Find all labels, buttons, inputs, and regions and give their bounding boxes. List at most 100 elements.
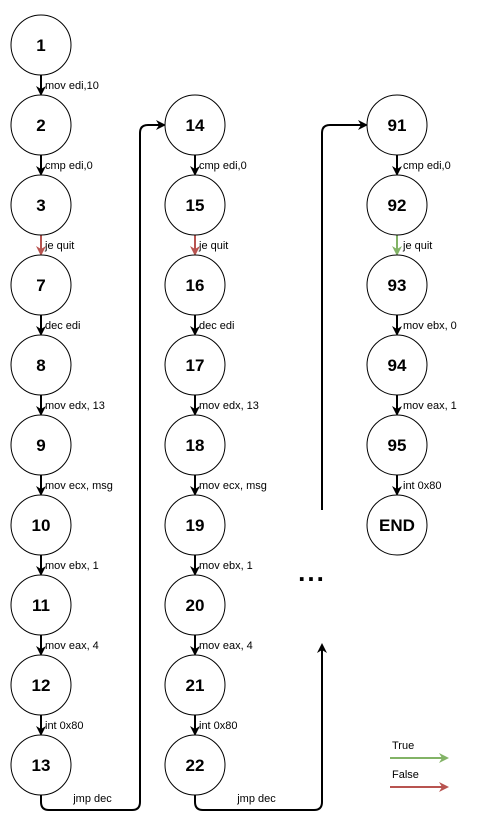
node-circle <box>10 174 72 236</box>
legend-label: True <box>392 740 414 752</box>
node-14: 14 <box>164 94 226 156</box>
node-label: 14 <box>186 116 205 135</box>
node-95: 95 <box>366 414 428 476</box>
edge-label: int 0x80 <box>45 720 84 732</box>
node-label: 93 <box>388 276 407 295</box>
ellipsis-text: ... <box>298 557 326 587</box>
node-circle <box>164 334 226 396</box>
edge-label: int 0x80 <box>199 720 238 732</box>
connector-22-more: jmp dec <box>194 643 327 811</box>
edge-label: int 0x80 <box>403 480 442 492</box>
node-label: 8 <box>36 356 45 375</box>
edge-17-18: mov edx, 13 <box>190 395 259 416</box>
edge-2-3: cmp edi,0 <box>36 155 93 176</box>
node-circle <box>164 174 226 236</box>
edge-label: mov eax, 1 <box>403 400 457 412</box>
nodes-layer: 1237891011121314151617181920212291929394… <box>10 14 428 796</box>
node-label: 92 <box>388 196 407 215</box>
node-label: 1 <box>36 36 45 55</box>
node-label: 19 <box>186 516 205 535</box>
node-22: 22 <box>164 734 226 796</box>
node-circle <box>164 94 226 156</box>
node-label: 21 <box>186 676 205 695</box>
edge-20-21: mov eax, 4 <box>190 635 253 656</box>
node-label: 95 <box>388 436 407 455</box>
node-circle <box>10 94 72 156</box>
node-94: 94 <box>366 334 428 396</box>
edge-label: mov ebx, 1 <box>45 560 99 572</box>
edge-label: mov edx, 13 <box>199 400 259 412</box>
node-circle <box>164 414 226 476</box>
edge-18-19: mov ecx, msg <box>190 475 267 496</box>
node-circle <box>10 254 72 316</box>
edge-11-12: mov eax, 4 <box>36 635 99 656</box>
node-label: 3 <box>36 196 45 215</box>
edge-10-11: mov ebx, 1 <box>36 555 99 576</box>
connector-label: jmp dec <box>236 793 276 805</box>
edge-label: je quit <box>198 240 228 252</box>
node-circle <box>366 94 428 156</box>
node-circle <box>10 574 72 636</box>
edge-21-22: int 0x80 <box>190 715 238 736</box>
node-circle <box>10 14 72 76</box>
node-15: 15 <box>164 174 226 236</box>
node-10: 10 <box>10 494 72 556</box>
node-circle <box>164 734 226 796</box>
node-circle <box>366 334 428 396</box>
edge-label: cmp edi,0 <box>403 160 451 172</box>
node-label: 9 <box>36 436 45 455</box>
edge-92-93: je quit <box>392 235 432 256</box>
edge-label: cmp edi,0 <box>199 160 247 172</box>
edge-label: dec edi <box>45 320 80 332</box>
edge-7-8: dec edi <box>36 315 80 336</box>
node-17: 17 <box>164 334 226 396</box>
node-circle <box>366 414 428 476</box>
edge-15-16: je quit <box>190 235 228 256</box>
node-label: 91 <box>388 116 407 135</box>
node-label: END <box>379 516 415 535</box>
node-circle <box>10 494 72 556</box>
node-1: 1 <box>10 14 72 76</box>
node-label: 11 <box>32 596 50 615</box>
edge-93-94: mov ebx, 0 <box>392 315 457 336</box>
edge-label: cmp edi,0 <box>45 160 93 172</box>
edge-label: mov ebx, 1 <box>199 560 253 572</box>
node-circle <box>10 734 72 796</box>
node-label: 20 <box>186 596 205 615</box>
edge-94-95: mov eax, 1 <box>392 395 457 416</box>
edge-label: mov edx, 13 <box>45 400 105 412</box>
node-9: 9 <box>10 414 72 476</box>
node-21: 21 <box>164 654 226 716</box>
edge-91-92: cmp edi,0 <box>392 155 451 176</box>
connector-path <box>194 643 327 811</box>
legend-item-false: False <box>390 769 449 792</box>
edge-label: mov ecx, msg <box>45 480 113 492</box>
node-label: 12 <box>32 676 51 695</box>
node-2: 2 <box>10 94 72 156</box>
connector-13-14: jmp dec <box>40 120 166 811</box>
node-7: 7 <box>10 254 72 316</box>
node-11: 11 <box>10 574 72 636</box>
node-circle <box>164 254 226 316</box>
edge-label: mov eax, 4 <box>199 640 253 652</box>
edge-12-13: int 0x80 <box>36 715 84 736</box>
edge-8-9: mov edx, 13 <box>36 395 105 416</box>
node-12: 12 <box>10 654 72 716</box>
edge-label: mov ecx, msg <box>199 480 267 492</box>
edge-19-20: mov ebx, 1 <box>190 555 253 576</box>
edge-label: mov ebx, 0 <box>403 320 457 332</box>
connector-path <box>40 120 166 811</box>
edge-label: je quit <box>402 240 432 252</box>
node-circle <box>10 414 72 476</box>
connector-more-91 <box>321 120 368 510</box>
legend-label: False <box>392 769 419 781</box>
node-circle <box>164 494 226 556</box>
edge-16-17: dec edi <box>190 315 234 336</box>
edge-label: dec edi <box>199 320 234 332</box>
node-circle <box>366 174 428 236</box>
node-circle <box>366 254 428 316</box>
